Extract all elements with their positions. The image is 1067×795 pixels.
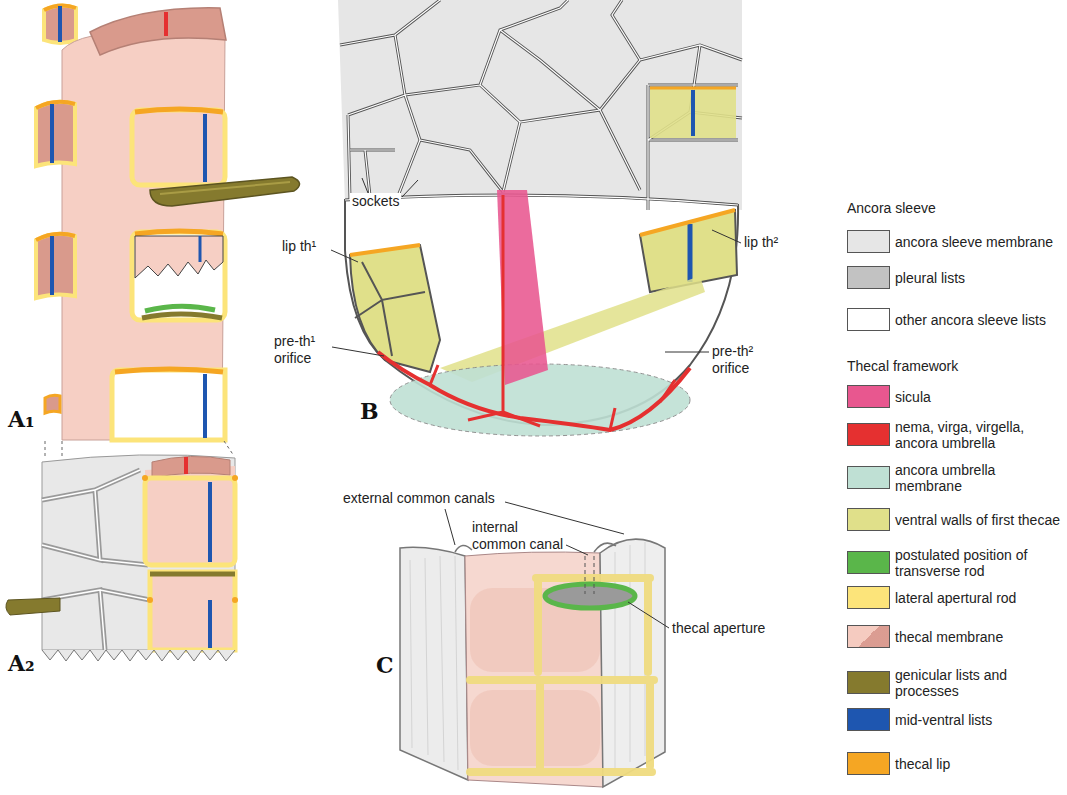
legend-heading: Ancora sleeve	[847, 200, 936, 217]
legend-heading: Thecal framework	[847, 358, 958, 375]
legend-text: sicula	[895, 389, 1060, 405]
legend-text: ventral walls of first thecae	[895, 512, 1060, 528]
part-label: external common canals	[343, 490, 495, 507]
panel-letter: B	[360, 398, 379, 424]
part-label: pre-th¹ orifice	[274, 333, 334, 367]
legend-swatch	[847, 586, 890, 609]
legend-swatch	[847, 752, 890, 775]
part-label: sockets	[350, 193, 401, 210]
legend-swatch	[847, 423, 890, 446]
part-label: internal common canal	[472, 519, 566, 553]
legend-text: postulated position of transverse rod	[895, 547, 1060, 579]
legend-swatch	[847, 671, 890, 694]
legend-swatch	[847, 308, 890, 331]
panel-letter: C	[376, 652, 394, 678]
legend-text: other ancora sleeve lists	[895, 312, 1060, 328]
legend-swatch	[847, 230, 890, 253]
legend-text: thecal lip	[895, 756, 1060, 772]
part-label: pre-th² orifice	[712, 343, 778, 377]
legend-swatch	[847, 266, 890, 289]
legend-swatch	[847, 551, 890, 574]
legend-swatch	[847, 708, 890, 731]
panel-b-drawing	[338, 0, 742, 436]
legend-swatch	[847, 466, 890, 489]
part-label: lip th¹	[282, 238, 316, 255]
legend-text: pleural lists	[895, 270, 1060, 286]
panel-a1-drawing	[36, 5, 300, 440]
part-label: lip th²	[744, 234, 778, 251]
panel-letter: A₁	[8, 406, 35, 432]
legend-swatch	[847, 625, 890, 648]
panel-letter: A₂	[8, 650, 35, 676]
legend-text: lateral apertural rod	[895, 590, 1060, 606]
legend-swatch	[847, 385, 890, 408]
legend-text: mid-ventral lists	[895, 712, 1060, 728]
part-label: thecal aperture	[672, 620, 765, 637]
legend-text: thecal membrane	[895, 629, 1060, 645]
panel-c-drawing	[400, 539, 665, 787]
legend-swatch	[847, 508, 890, 531]
panel-a2-drawing	[6, 455, 238, 661]
legend-text: ancora umbrella membrane	[895, 462, 1060, 494]
legend-text: ancora sleeve membrane	[895, 234, 1060, 250]
legend-text: genicular lists and processes	[895, 667, 1060, 699]
legend-text: nema, virga, virgella, ancora umbrella	[895, 419, 1060, 451]
